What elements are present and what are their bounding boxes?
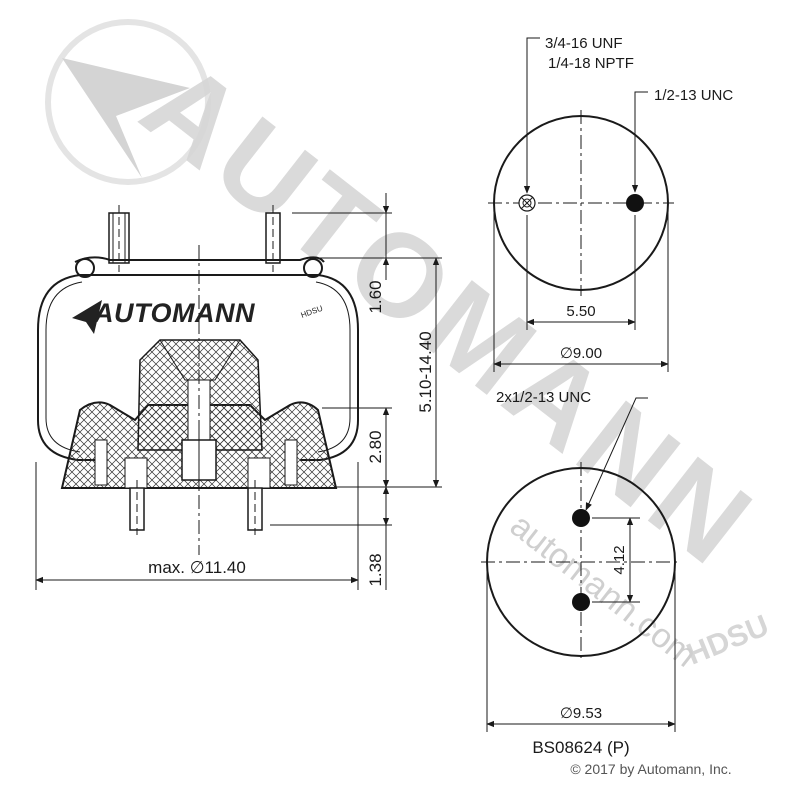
bellows-inner — [45, 281, 351, 453]
stud-hole-icon — [626, 194, 644, 212]
part-number: BS08624 (P) — [532, 738, 629, 757]
dim-top-height: 1.60 — [366, 280, 385, 313]
top-stud-right — [265, 205, 281, 272]
port-pipe-label: 1/4-18 NPTF — [548, 55, 634, 72]
piston — [60, 339, 338, 490]
top-view: 3/4-16 UNF 1/4-18 NPTF 1/2-13 UNC 5.50 ∅… — [488, 35, 733, 372]
port-thread-label: 3/4-16 UNF — [545, 35, 623, 52]
watermark-logo-icon — [45, 19, 211, 185]
bellows-outer — [37, 274, 359, 461]
dim-bottom-spacing: 4.12 — [611, 545, 628, 574]
bottom-view: 2x1/2-13 UNC 4.12 ∅9.53 — [481, 389, 681, 732]
automann-logo-icon — [72, 300, 102, 334]
dim-height-range: 5.10-14.40 — [416, 331, 435, 412]
top-stud-left — [108, 205, 130, 272]
bottom-stud-hole-icon — [572, 593, 590, 611]
dim-top-spacing: 5.50 — [566, 303, 595, 320]
dim-bottom-diameter: ∅9.53 — [560, 705, 602, 722]
bottom-stud-left — [129, 480, 145, 535]
top-stud-label: 1/2-13 UNC — [654, 87, 733, 104]
dim-piston-height: 2.80 — [366, 430, 385, 463]
air-port-icon — [518, 194, 536, 212]
dim-stud-length: 1.38 — [366, 553, 385, 586]
bottom-stud-hole-icon — [572, 509, 590, 527]
dim-max-diameter: max. ∅11.40 — [148, 558, 246, 577]
logo-suffix: HDSU — [300, 304, 325, 320]
automann-logo: AUTOMANN HDSU — [72, 298, 324, 334]
bottom-stud-label: 2x1/2-13 UNC — [496, 389, 591, 406]
dim-top-diameter: ∅9.00 — [560, 345, 602, 362]
side-view: AUTOMANN HDSU 1.60 5.10-14.40 2.80 1.38 … — [35, 193, 442, 590]
bottom-stud-right — [247, 480, 263, 535]
copyright: © 2017 by Automann, Inc. — [570, 761, 731, 777]
logo-brand: AUTOMANN — [93, 298, 255, 328]
